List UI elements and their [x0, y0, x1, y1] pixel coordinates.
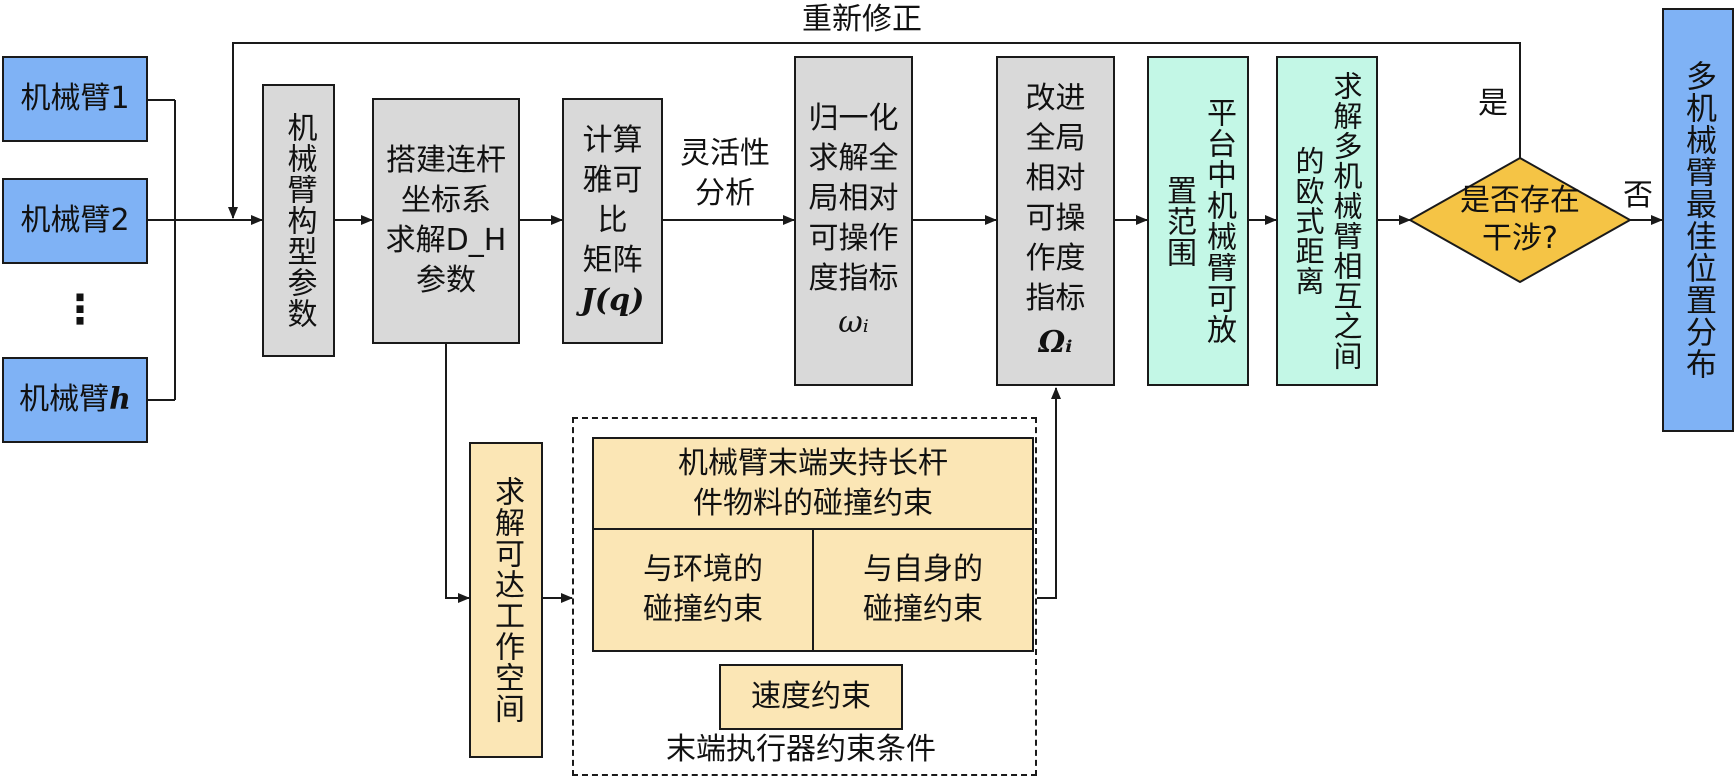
input-arm-h: 机械臂h — [2, 357, 148, 443]
normalize-line-4: 可操作 — [808, 221, 899, 256]
improved-line-1: 改进 — [1025, 81, 1086, 116]
normalize-line-1: 归一化 — [808, 101, 899, 136]
normalize-line-5: 度指标 — [808, 261, 899, 296]
feedback-loop-line — [228, 42, 1521, 219]
improved-line-4: 可操 — [1025, 201, 1086, 236]
jacobian-symbol: J(q) — [580, 283, 645, 318]
platform-range-box: 平台中机械臂可放置范围 — [1147, 56, 1249, 386]
input-arm-h-variable: h — [109, 382, 131, 417]
decision-diamond — [1407, 156, 1633, 284]
input-arm-1: 机械臂1 — [2, 56, 148, 142]
dh-params-box: 搭建连杆 坐标系 求解D_H 参数 — [372, 98, 520, 344]
ellipsis-dots: ⋮ — [60, 287, 100, 333]
euclidean-distance-box: 求解多机械臂相互之间的欧式距离 — [1276, 56, 1378, 386]
improved-line-5: 作度 — [1025, 241, 1086, 276]
decision-line-1: 是否存在 — [1460, 183, 1580, 218]
improved-line-2: 全局 — [1025, 121, 1086, 156]
improved-index-box: 改进 全局 相对 可操 作度 指标 Ωᵢ — [996, 56, 1115, 386]
input-arm-1-label: 机械臂1 — [20, 81, 130, 116]
dh-line-4: 参数 — [416, 263, 476, 298]
normalize-line-2: 求解全 — [808, 141, 899, 176]
jacobian-line-1: 计算 — [582, 123, 643, 158]
env-collision-line-1: 与环境的 — [643, 552, 763, 587]
input-arm-2: 机械臂2 — [2, 178, 148, 264]
yes-label: 是 — [1478, 86, 1508, 121]
end-effector-constraints-group — [572, 417, 1037, 776]
dh-line-1: 搭建连杆 — [386, 143, 506, 178]
decision-line-2: 干涉? — [1482, 221, 1558, 256]
config-params-box: 机械臂构型参数 — [262, 84, 335, 357]
input-arm-h-label: 机械臂h — [19, 380, 131, 420]
speed-constraint-label: 速度约束 — [751, 679, 871, 714]
arrow-constraints-to-improved — [1037, 387, 1061, 599]
self-collision-line-2: 碰撞约束 — [863, 592, 983, 627]
improved-line-6: 指标 — [1025, 281, 1086, 316]
jacobian-box: 计算 雅可 比 矩阵 J(q) — [562, 98, 663, 344]
speed-constraint-box: 速度约束 — [719, 664, 903, 730]
config-params-text: 机械臂构型参数 — [281, 112, 317, 329]
output-text: 多机械臂最佳位置分布 — [1680, 60, 1716, 380]
flexibility-label: 灵活性 分析 — [680, 134, 770, 214]
arrow-dh-to-workspace — [445, 344, 470, 603]
decision-text: 是否存在 干涉? — [1440, 182, 1600, 258]
jacobian-line-3: 比 — [597, 203, 628, 238]
normalize-line-3: 局相对 — [808, 181, 899, 216]
self-collision-line-1: 与自身的 — [863, 552, 983, 587]
dh-line-3: 求解D_H — [385, 223, 507, 258]
input-arm-2-label: 机械臂2 — [20, 203, 130, 238]
self-collision-box: 与自身的 碰撞约束 — [812, 528, 1034, 652]
dh-line-2: 坐标系 — [401, 183, 491, 218]
flexibility-line-1: 灵活性 — [680, 136, 770, 171]
output-box: 多机械臂最佳位置分布 — [1662, 8, 1734, 432]
long-bar-line-1: 机械臂末端夹持长杆 — [678, 445, 948, 481]
improved-line-3: 相对 — [1025, 161, 1086, 196]
jacobian-line-4: 矩阵 — [582, 243, 643, 278]
env-collision-box: 与环境的 碰撞约束 — [592, 528, 814, 652]
rework-label: 重新修正 — [802, 2, 922, 37]
improved-symbol: Ωᵢ — [1038, 325, 1073, 360]
input-arm-h-prefix: 机械臂 — [19, 382, 110, 417]
env-collision-line-2: 碰撞约束 — [643, 592, 763, 627]
normalize-symbol: ωᵢ — [838, 305, 869, 340]
platform-range-text: 平台中机械臂可放置范围 — [1161, 97, 1236, 345]
long-bar-line-2: 件物料的碰撞约束 — [693, 485, 933, 521]
workspace-text: 求解可达工作空间 — [489, 476, 524, 724]
euclidean-distance-text: 求解多机械臂相互之间的欧式距离 — [1291, 71, 1363, 371]
jacobian-line-2: 雅可 — [582, 163, 643, 198]
normalize-box: 归一化 求解全 局相对 可操作 度指标 ωᵢ — [794, 56, 913, 386]
constraints-group-caption: 末端执行器约束条件 — [666, 732, 936, 767]
long-bar-collision-box: 机械臂末端夹持长杆 件物料的碰撞约束 — [592, 437, 1034, 530]
workspace-box: 求解可达工作空间 — [469, 442, 543, 758]
no-label: 否 — [1623, 178, 1653, 213]
flexibility-line-2: 分析 — [695, 176, 755, 211]
